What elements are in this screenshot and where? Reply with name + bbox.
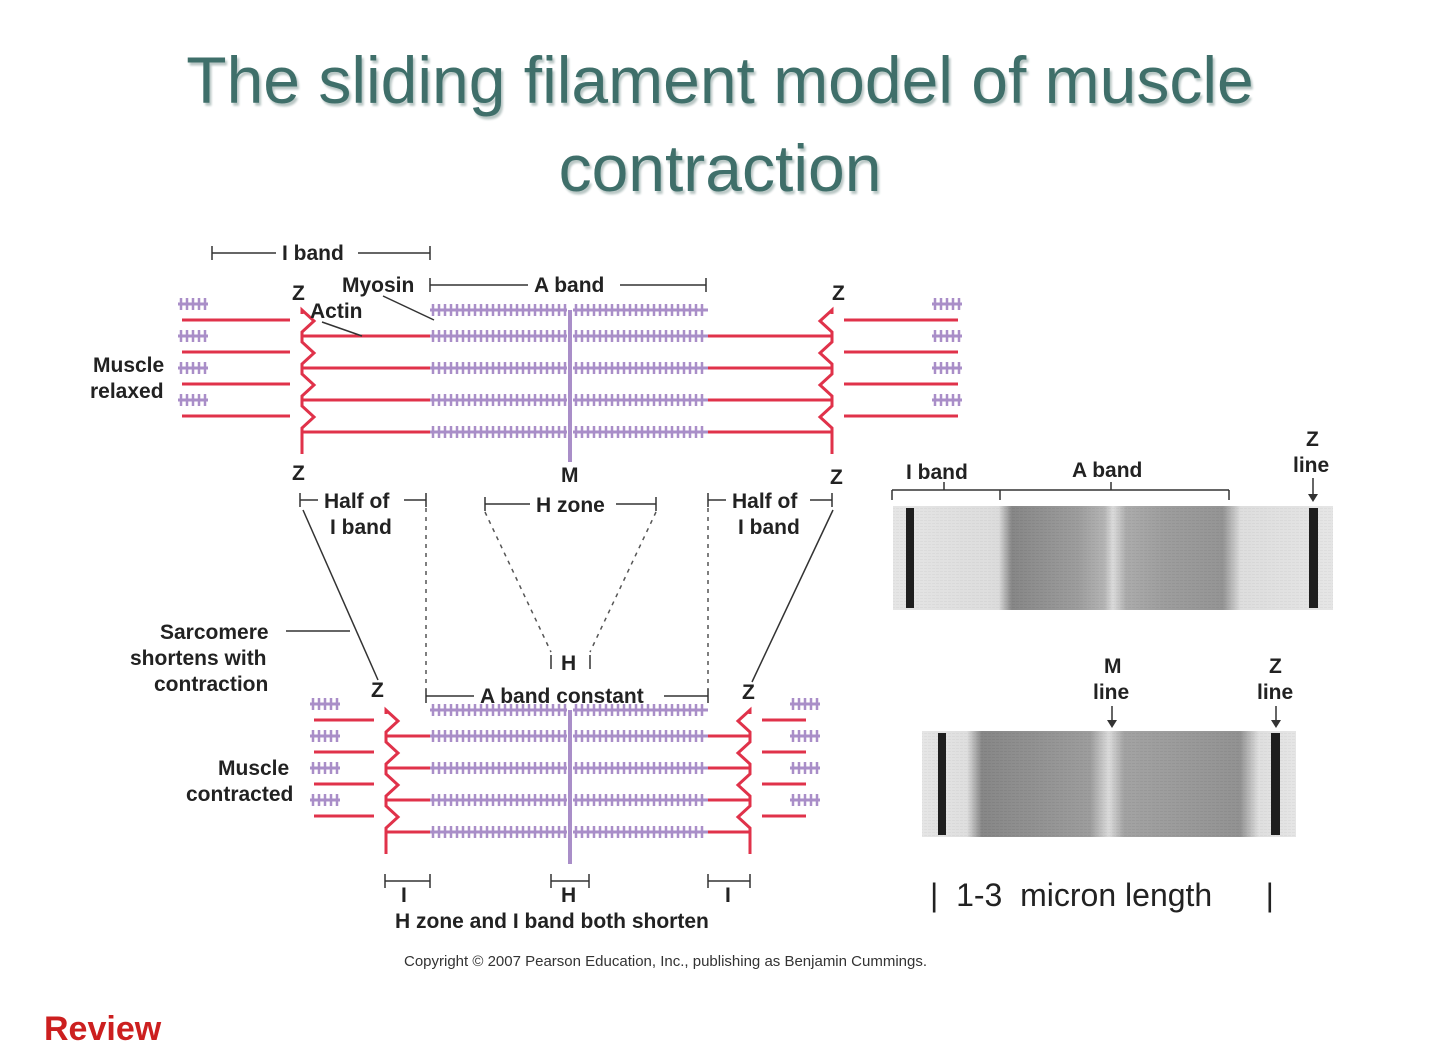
label-i-left: I	[401, 884, 407, 907]
myosin-right-heads	[574, 794, 704, 806]
label-h-zone: H zone	[536, 494, 605, 517]
myosin-left-heads	[431, 426, 567, 438]
label-z-top-left: Z	[292, 282, 305, 305]
label-a-band-constant: A band constant	[480, 685, 644, 708]
label-h-bottom: H	[561, 884, 576, 907]
review-label: Review	[44, 1010, 162, 1048]
myosin-left-heads	[431, 762, 567, 774]
myosin-right-heads	[574, 730, 704, 742]
myosin-stub-right-heads	[933, 298, 961, 310]
label-i-band-top: I band	[282, 242, 344, 265]
myosin-right-heads	[574, 762, 704, 774]
label-sarcomere-3: contraction	[154, 673, 268, 696]
myosin-stub-right-heads	[933, 394, 961, 406]
label-muscle-relaxed-2: relaxed	[90, 380, 164, 403]
myosin-left-heads	[431, 362, 567, 374]
micrograph-contracted	[922, 731, 1296, 837]
micro-label-z-1: Z	[1306, 428, 1319, 451]
label-z-bottom-right: Z	[830, 466, 843, 489]
title-line-2: contraction	[558, 131, 882, 205]
myosin-right-heads	[574, 394, 704, 406]
micro-label-line-m: line	[1093, 681, 1129, 704]
label-z-contracted-left: Z	[371, 679, 384, 702]
myosin-stub-right-heads	[791, 730, 819, 742]
micro-label-a-band: A band	[1072, 459, 1142, 482]
myosin-stub-left-heads	[179, 362, 207, 374]
label-i-band-right: I band	[738, 516, 800, 539]
myosin-stub-left-heads	[311, 794, 339, 806]
label-half-of-right: Half of	[732, 490, 798, 513]
contracted-sarcomere	[310, 698, 820, 864]
label-muscle-contracted-1: Muscle	[218, 757, 289, 780]
myosin-left-heads	[431, 304, 567, 316]
myosin-stub-left-heads	[179, 394, 207, 406]
myosin-right-heads	[574, 330, 704, 342]
myosin-left-heads	[431, 394, 567, 406]
micro-label-m: M	[1104, 655, 1122, 678]
myosin-right-heads	[574, 362, 704, 374]
label-i-right: I	[725, 884, 731, 907]
myosin-left-heads	[431, 330, 567, 342]
micrograph-arrowheads	[1107, 494, 1318, 728]
label-i-band-left: I band	[330, 516, 392, 539]
dashed-guides	[425, 508, 709, 690]
myosin-stub-left-heads	[311, 698, 339, 710]
myosin-stub-right-heads	[933, 330, 961, 342]
myosin-right-heads	[574, 826, 704, 838]
label-h-small: H	[561, 652, 576, 675]
label-z-bottom-left: Z	[292, 462, 305, 485]
label-actin: Actin	[310, 300, 363, 323]
label-z-top-right: Z	[832, 282, 845, 305]
micro-label-i-band: I band	[906, 461, 968, 484]
micro-label-line-z: line	[1257, 681, 1293, 704]
myosin-left-heads	[431, 704, 567, 716]
myosin-stub-left-heads	[311, 762, 339, 774]
myosin-stub-left-heads	[311, 730, 339, 742]
myosin-right-heads	[574, 304, 704, 316]
label-h-zone-i-band-shorten: H zone and I band both shorten	[395, 910, 709, 933]
myosin-stub-right-heads	[791, 762, 819, 774]
label-m: M	[561, 464, 579, 487]
label-muscle-relaxed-1: Muscle	[93, 354, 164, 377]
slide-title: The sliding filament model of muscle con…	[0, 36, 1440, 212]
micrograph-brackets	[891, 478, 1314, 722]
myosin-left-heads	[431, 794, 567, 806]
micro-length-label: | 1-3 micron length |	[930, 877, 1274, 913]
myosin-stub-left-heads	[179, 330, 207, 342]
myosin-stub-left-heads	[179, 298, 207, 310]
label-half-of-left: Half of	[324, 490, 390, 513]
label-muscle-contracted-2: contracted	[186, 783, 293, 806]
myosin-left-heads	[431, 730, 567, 742]
myosin-stub-right-heads	[791, 794, 819, 806]
myosin-stub-right-heads	[791, 698, 819, 710]
label-z-contracted-right: Z	[742, 681, 755, 704]
myosin-right-heads	[574, 704, 704, 716]
title-line-1: The sliding filament model of muscle	[186, 43, 1254, 117]
copyright-notice: Copyright © 2007 Pearson Education, Inc.…	[404, 953, 927, 970]
micrograph-relaxed	[893, 506, 1333, 610]
myosin-right-heads	[574, 426, 704, 438]
label-myosin: Myosin	[342, 274, 414, 297]
relaxed-sarcomere	[178, 298, 962, 462]
myosin-stub-right-heads	[933, 362, 961, 374]
myosin-left-heads	[431, 826, 567, 838]
dimension-markers	[211, 246, 834, 888]
label-sarcomere-1: Sarcomere	[160, 621, 269, 644]
micro-label-line-1: line	[1293, 454, 1329, 477]
micro-label-z-2: Z	[1269, 655, 1282, 678]
label-sarcomere-2: shortens with	[130, 647, 267, 670]
label-a-band: A band	[534, 274, 604, 297]
